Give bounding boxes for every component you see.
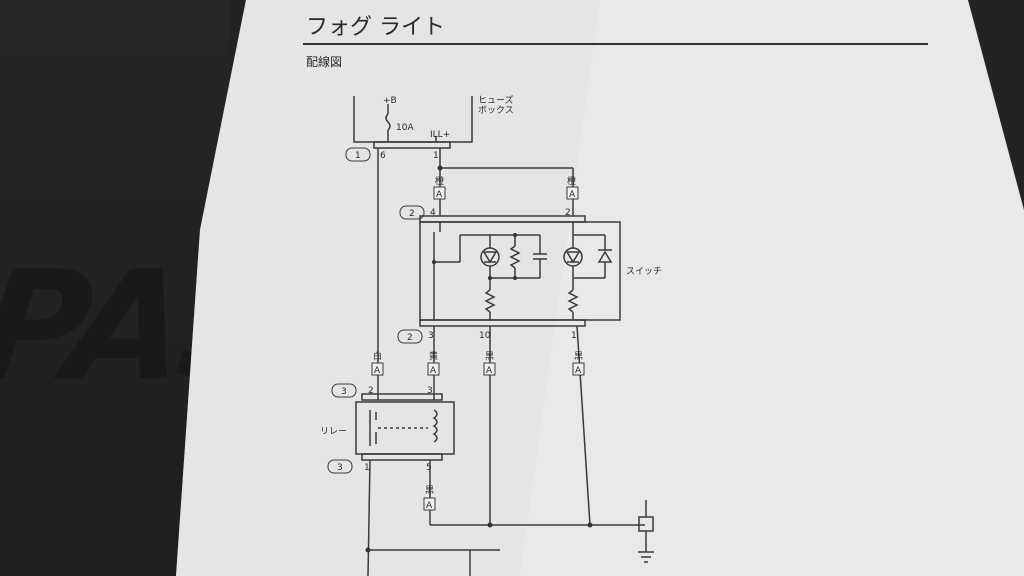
supply-label: +B [383,96,397,106]
connector-oval-2-top [399,205,425,220]
connector-3-top-label: 3 [341,387,347,397]
relay-connector-top [361,393,443,401]
relay-out-1 [367,459,371,576]
junction-dot [432,260,436,264]
wire-code: A [569,190,576,200]
page-subtitle: 配線図 [306,54,342,69]
wire-white-label: 白 [373,350,382,362]
wire-code-box [483,362,496,376]
resistor-icon-lower [484,289,496,313]
paper-shade [176,0,600,576]
switch-connector-bottom [419,319,586,327]
led2-symbol [565,251,581,264]
junction-dot [488,276,492,280]
wire-orange-label: 橙 [435,175,444,187]
fuse-box-connector [373,141,451,149]
led1-symbol [482,251,498,264]
connector-1-label: 1 [355,151,361,161]
pin-10-label: 10 [479,331,491,341]
pin-1-switch-label: 1 [571,331,577,341]
wire-code-box [433,186,446,200]
wire-black-label: 黒 [485,351,494,362]
relay-pin-5-label: 5 [426,463,432,473]
connector-3-bottom-label: 3 [337,463,343,473]
connector-oval-2-bottom [397,329,423,344]
junction-dot [513,233,517,237]
wire-black-right [576,325,591,526]
junction-dot [365,547,371,553]
connector-oval-1 [345,147,371,162]
junction-dot [587,522,593,528]
wire-code-box [566,186,579,200]
wire-code: A [374,366,381,376]
relay-label: リレー [320,427,347,437]
pin-3-label: 3 [428,331,434,341]
resistor-icon [509,245,521,269]
wire-code: A [575,366,582,376]
wire-code-box [423,497,436,511]
ground-icon [638,551,654,563]
pin-4-label: 4 [430,208,436,218]
ill-label: ILL+ [430,130,450,140]
connector-2-top-label: 2 [409,209,415,219]
junction-dot [437,165,443,171]
junction-dot [513,276,517,280]
fuse-box-label-2: ボックス [478,105,514,116]
connector-2-bottom-label: 2 [407,333,413,343]
pin-6-label: 6 [380,151,386,161]
wire-yellow-label: 黄 [429,350,438,362]
connector-oval-3-top [331,383,357,398]
connector-oval-3-bottom [327,459,353,474]
wire-code: A [486,366,493,376]
resistor-icon-right [567,289,579,313]
wire-code-box [572,362,585,376]
wire-code: A [430,366,437,376]
fuse-rating-label: 10A [396,123,414,133]
wire-code-box [371,362,384,376]
relay-connector-bottom [361,453,443,461]
relay-pin-2-label: 2 [368,386,374,396]
fuse-icon [385,113,391,131]
relay-coil-icon [432,409,438,443]
wire-code-box [427,362,440,376]
pin-1-label: 1 [433,151,439,161]
pin-2-label: 2 [565,208,571,218]
wire-black-label-2: 黒 [574,351,583,362]
relay-pin-1-label: 1 [364,463,370,473]
wire-orange-label-2: 橙 [567,175,576,187]
relay-pin-3-label: 3 [427,386,433,396]
fuse-box-label: ヒューズ [478,94,514,106]
wire-code: A [436,190,443,200]
switch-label: スイッチ [626,266,662,277]
wire-code: A [426,501,433,511]
page-title: フォグ ライト [306,15,445,40]
wire-black-relay-label: 黒 [425,485,434,496]
junction-dot [487,522,493,528]
